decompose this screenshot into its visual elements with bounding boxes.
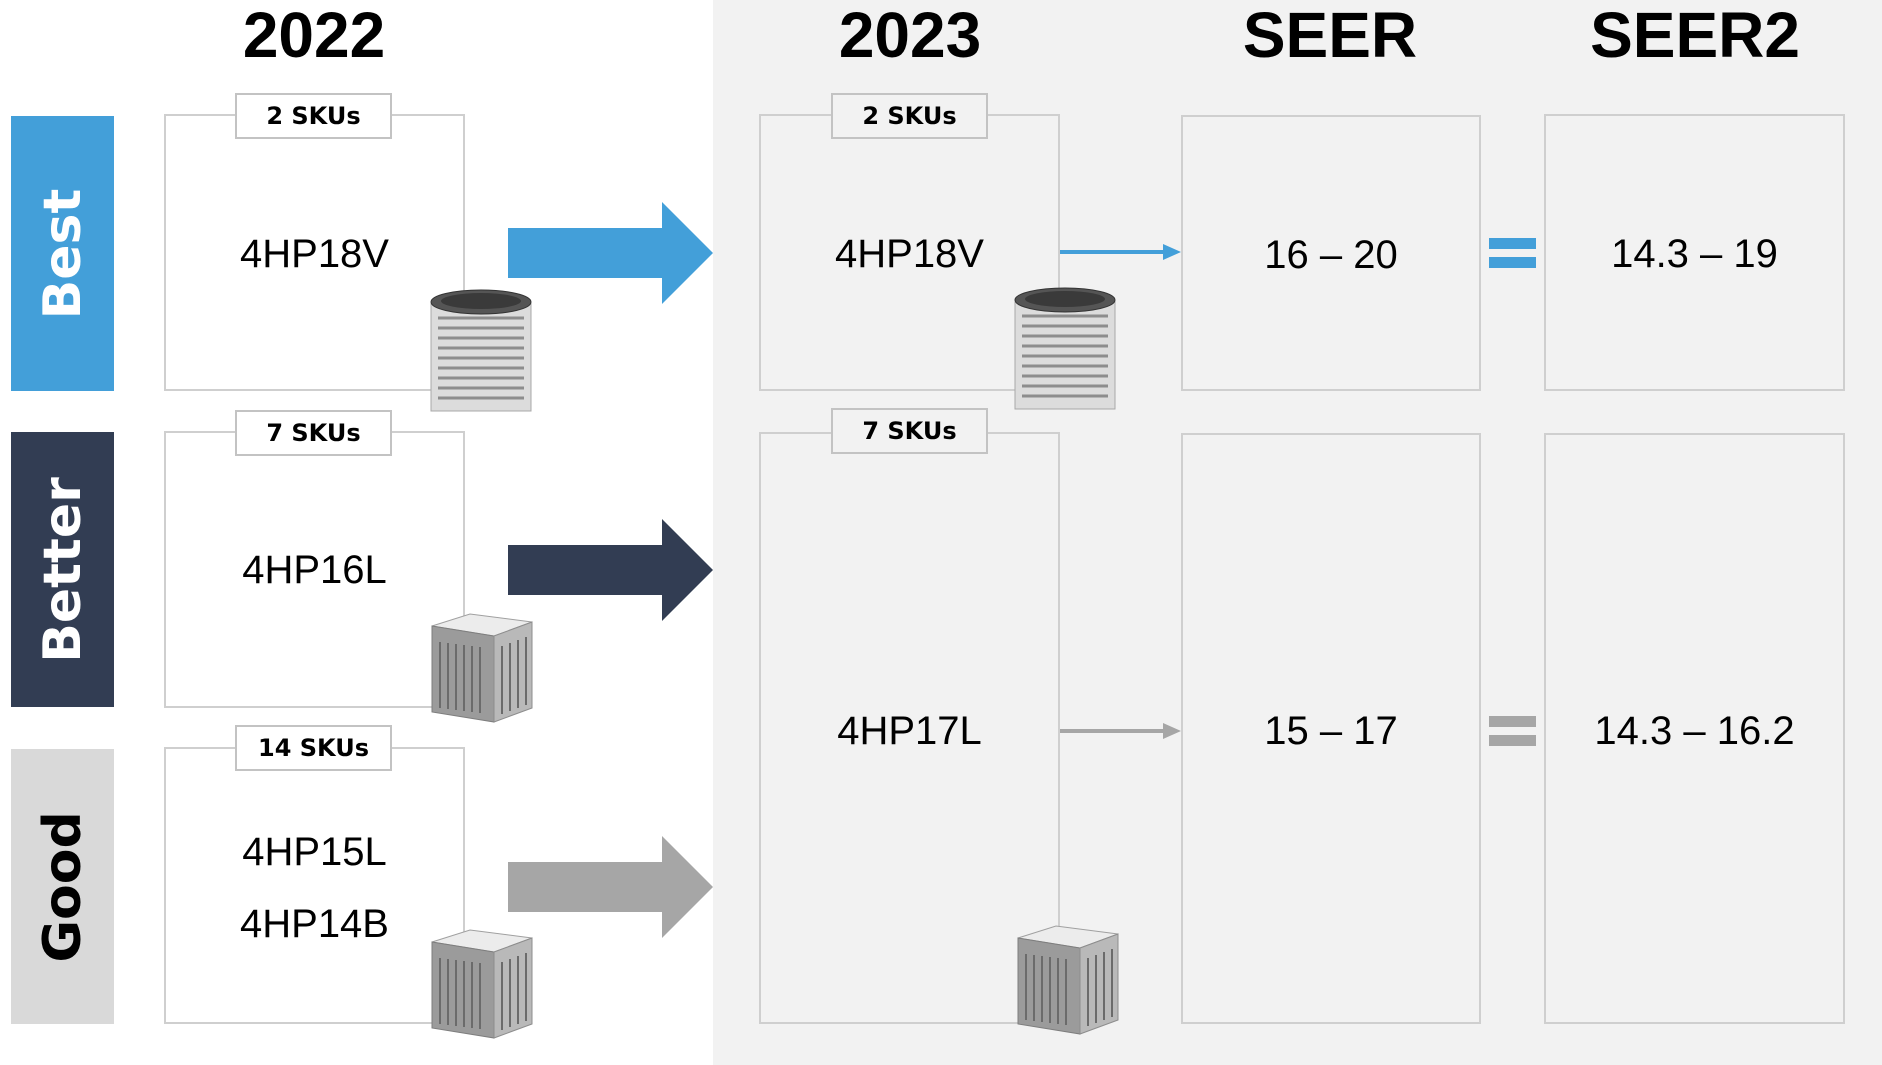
model-2022-good-2: 4HP14B: [240, 902, 389, 946]
seer-box-better-good: [1181, 433, 1481, 1024]
sku-badge-2023-best: 2 SKUs: [831, 93, 988, 139]
round-condenser-unit-icon: [430, 289, 532, 412]
equals-sign-best: [1489, 238, 1536, 268]
square-condenser-unit-icon: [431, 613, 533, 723]
heading-2023: 2023: [838, 0, 982, 71]
model-2022-good-1: 4HP15L: [242, 830, 387, 874]
box-2022-best: [164, 114, 465, 391]
heading-seer2: SEER2: [1590, 0, 1800, 71]
seer-value-best: 16 – 20: [1264, 233, 1398, 277]
model-2022-best: 4HP18V: [240, 232, 389, 276]
connector-arrowhead-good: [1163, 723, 1181, 739]
box-2023-better-good: [759, 432, 1060, 1024]
tier-good: Good: [11, 749, 114, 1024]
equals-sign-good: [1489, 716, 1536, 746]
arrow-best: [508, 202, 713, 304]
seer2-box-best: [1544, 114, 1845, 391]
seer2-value-best: 14.3 – 19: [1611, 232, 1778, 276]
tier-best: Best: [11, 116, 114, 391]
model-2023-best: 4HP18V: [835, 232, 984, 276]
round-condenser-unit-icon: [1014, 287, 1116, 410]
sku-badge-2023-better-good: 7 SKUs: [831, 408, 988, 454]
tier-better: Better: [11, 432, 114, 707]
box-2023-best: [759, 114, 1060, 391]
seer-box-best: [1181, 115, 1481, 391]
seer-value-better-good: 15 – 17: [1264, 709, 1398, 753]
sku-badge-2022-good: 14 SKUs: [235, 725, 392, 771]
connector-arrowhead-best: [1163, 244, 1181, 260]
box-2022-good: [164, 747, 465, 1024]
arrow-better: [508, 519, 713, 621]
square-condenser-unit-icon: [431, 929, 533, 1039]
model-2023-better-good: 4HP17L: [837, 709, 982, 753]
model-2022-better: 4HP16L: [242, 548, 387, 592]
heading-seer: SEER: [1242, 0, 1418, 71]
seer2-box-better-good: [1544, 433, 1845, 1024]
box-2022-better: [164, 431, 465, 708]
sku-badge-2022-better: 7 SKUs: [235, 410, 392, 456]
heading-2022: 2022: [242, 0, 386, 71]
sku-badge-2022-best: 2 SKUs: [235, 93, 392, 139]
arrow-good: [508, 836, 713, 938]
square-condenser-unit-icon: [1017, 925, 1119, 1035]
seer2-value-better-good: 14.3 – 16.2: [1594, 709, 1795, 753]
